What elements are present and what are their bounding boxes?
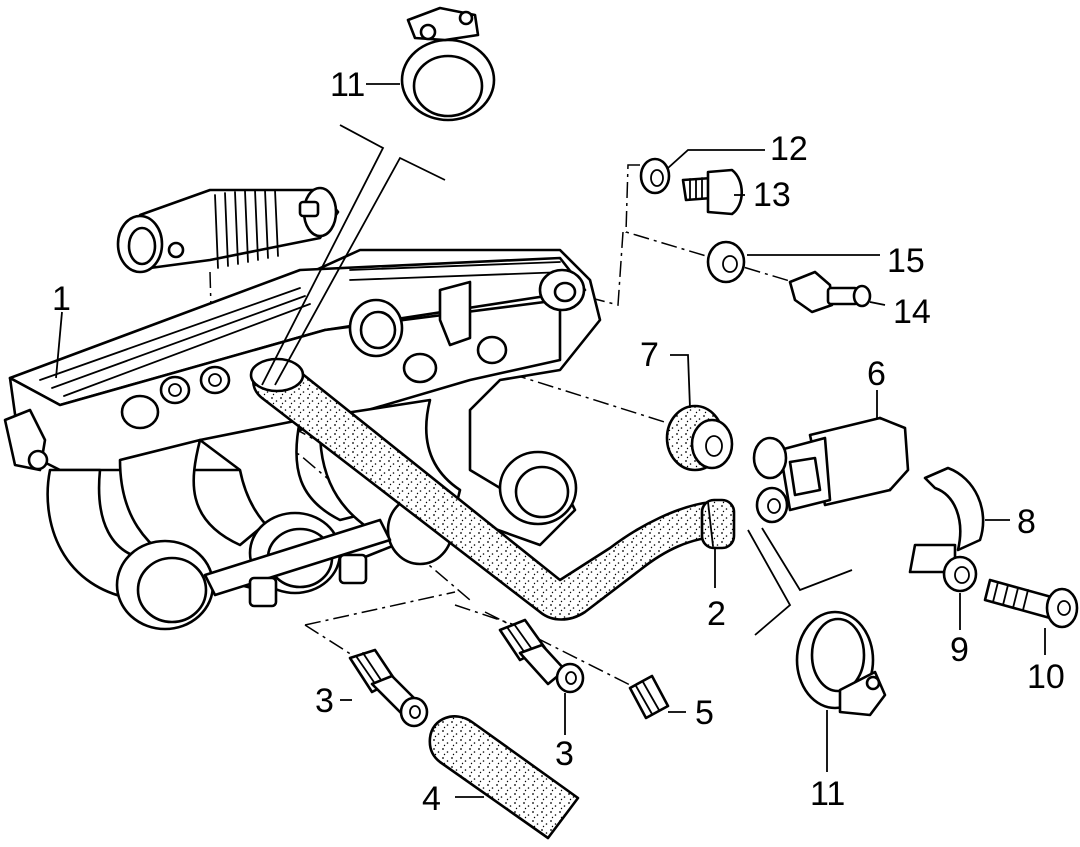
sealing-washer-15: [706, 240, 746, 284]
hose-clamp-top: [400, 6, 496, 122]
plug-screw-13: [681, 168, 744, 216]
washer-9: [942, 555, 978, 593]
callout-12: 12: [770, 130, 808, 168]
callout-15: 15: [887, 242, 925, 280]
callout-11-bottom: 11: [810, 775, 845, 813]
temperature-sensor-14: [788, 270, 872, 314]
bolt-10: [983, 578, 1079, 629]
bracket-8: [908, 466, 985, 574]
hose-clamp-bottom: [795, 610, 887, 717]
grommet-7: [665, 404, 734, 472]
sealing-washer-12: [639, 157, 671, 195]
callout-4: 4: [422, 780, 441, 818]
hose-short-4: [428, 715, 580, 840]
throttle-housing: [116, 186, 340, 274]
callout-10: 10: [1027, 658, 1065, 696]
callout-11-top: 11: [330, 66, 365, 104]
callout-13: 13: [753, 176, 791, 214]
callout-3-right: 3: [555, 735, 574, 773]
callout-6: 6: [867, 355, 886, 393]
idle-air-valve-6: [752, 416, 910, 524]
callout-leaders: [55, 83, 1046, 798]
cap-5: [628, 674, 670, 720]
leader-lines-bottom-clamp: [747, 527, 853, 636]
callout-3-left: 3: [315, 682, 334, 720]
leader-lines-top: [261, 124, 446, 386]
callout-2: 2: [707, 595, 726, 633]
callout-5: 5: [695, 694, 714, 732]
nipple-3-right: [498, 618, 585, 694]
callout-8: 8: [1017, 503, 1036, 541]
callout-14: 14: [893, 293, 931, 331]
callout-9: 9: [950, 631, 969, 669]
callout-1: 1: [52, 280, 71, 318]
nipple-3-left: [348, 648, 429, 728]
callout-labels: 1 2 3 3 4 5 6 7 8 9 10 11 11 12 13 14 15: [52, 66, 1065, 818]
callout-7: 7: [640, 336, 659, 374]
